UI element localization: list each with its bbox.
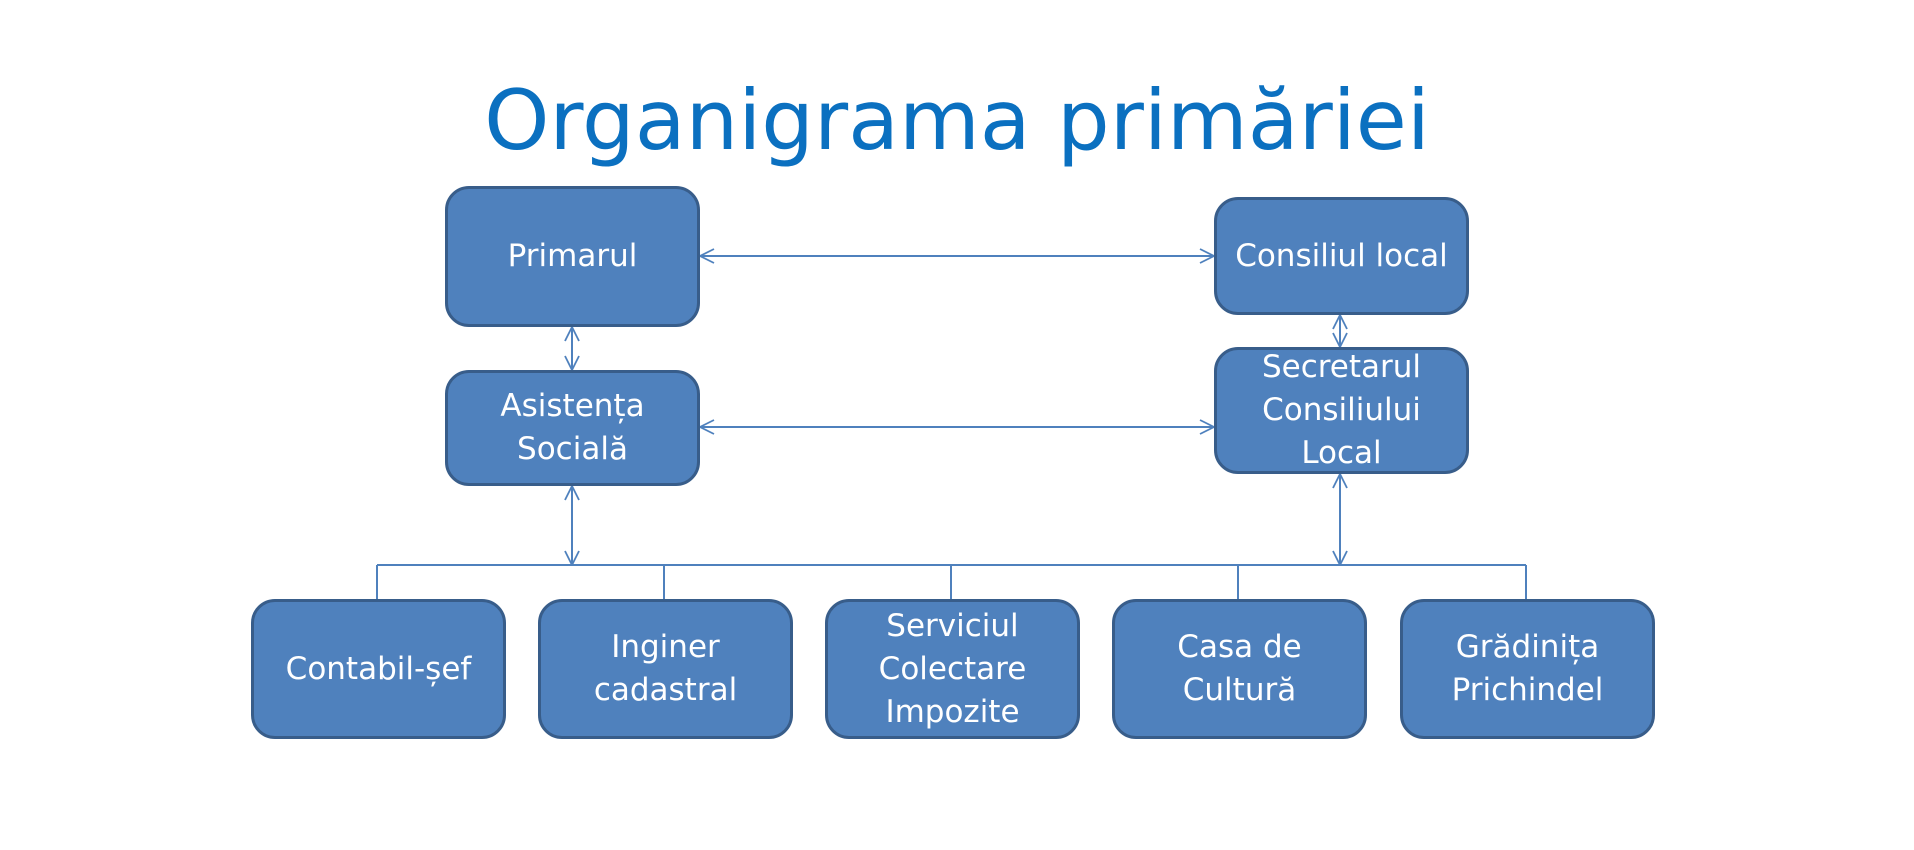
- diagram-title: Organigrama primăriei: [484, 72, 1430, 169]
- node-serviciul-colectare-label: Serviciul Colectare Impozite: [878, 607, 1027, 730]
- node-primarul-label: Primarul: [507, 238, 638, 274]
- node-gradinita-label: Grădinița Prichindel: [1451, 629, 1604, 708]
- node-inginer-cadastral: Inginer cadastral: [538, 599, 793, 739]
- node-contabil-sef-label: Contabil-șef: [285, 650, 472, 687]
- node-serviciul-colectare-impozite: Serviciul Colectare Impozite: [825, 599, 1080, 739]
- node-asistenta-sociala: Asistența Socială: [445, 370, 700, 486]
- node-secretarul-consiliului-local: Secretarul Consiliului Local: [1214, 347, 1469, 474]
- node-consiliul-local-label: Consiliul local: [1235, 237, 1448, 274]
- node-gradinita-prichindel: Grădinița Prichindel: [1400, 599, 1655, 739]
- node-contabil-sef: Contabil-șef: [251, 599, 506, 739]
- node-casa-de-cultura-label: Casa de Cultură: [1177, 629, 1302, 708]
- node-casa-de-cultura: Casa de Cultură: [1112, 599, 1367, 739]
- node-asistenta-sociala-label: Asistența Socială: [500, 388, 645, 467]
- node-primarul: Primarul: [445, 186, 700, 327]
- node-inginer-cadastral-label: Inginer cadastral: [593, 629, 738, 708]
- node-secretarul-label: Secretarul Consiliului Local: [1261, 349, 1422, 471]
- node-consiliul-local: Consiliul local: [1214, 197, 1469, 315]
